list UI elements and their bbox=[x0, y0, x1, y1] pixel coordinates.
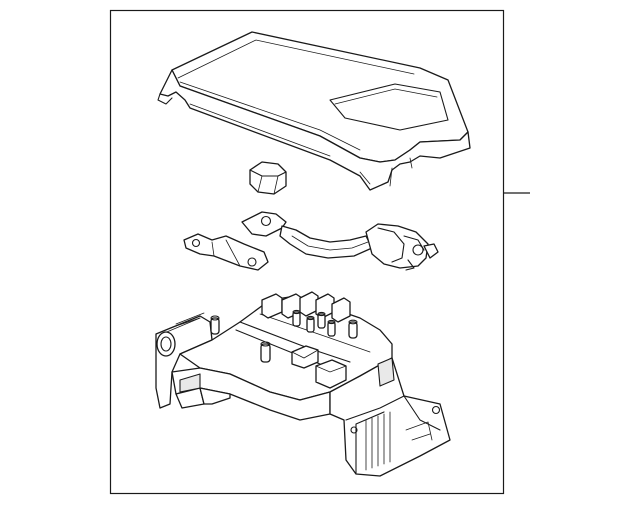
battery-cable bbox=[241, 211, 439, 271]
battery-bracket bbox=[183, 233, 269, 271]
fuse-box-cover bbox=[157, 31, 471, 191]
fuse-block-base bbox=[155, 291, 451, 477]
terminal-cap bbox=[249, 161, 287, 195]
relay-box bbox=[315, 359, 347, 389]
diagram-frame bbox=[109, 9, 505, 495]
fuse-posts bbox=[210, 291, 358, 363]
